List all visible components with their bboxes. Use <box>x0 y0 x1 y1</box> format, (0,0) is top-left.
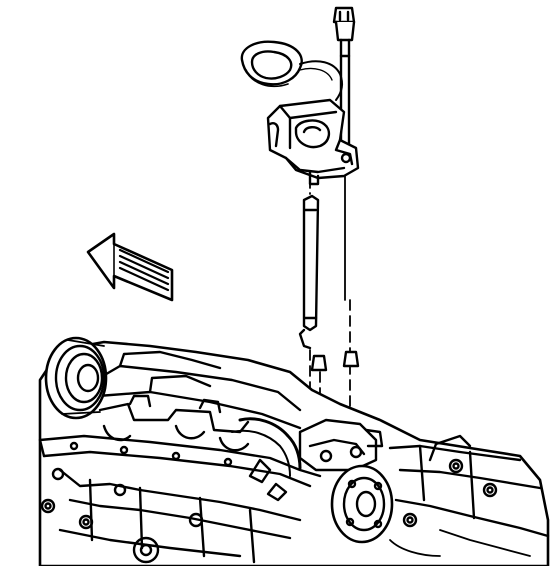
drive-shaft-icon <box>298 175 351 471</box>
drive-cover-icon <box>240 40 344 101</box>
mounting-bolt-icon <box>332 6 356 157</box>
dowel-pin-icon <box>310 350 360 372</box>
drive-gear-flange-icon <box>330 464 394 544</box>
crankshaft-pulley-icon <box>44 336 108 420</box>
direction-arrow-icon <box>86 232 174 302</box>
engine-block-icon <box>38 340 550 566</box>
oil-pump-drive-icon <box>266 98 360 186</box>
